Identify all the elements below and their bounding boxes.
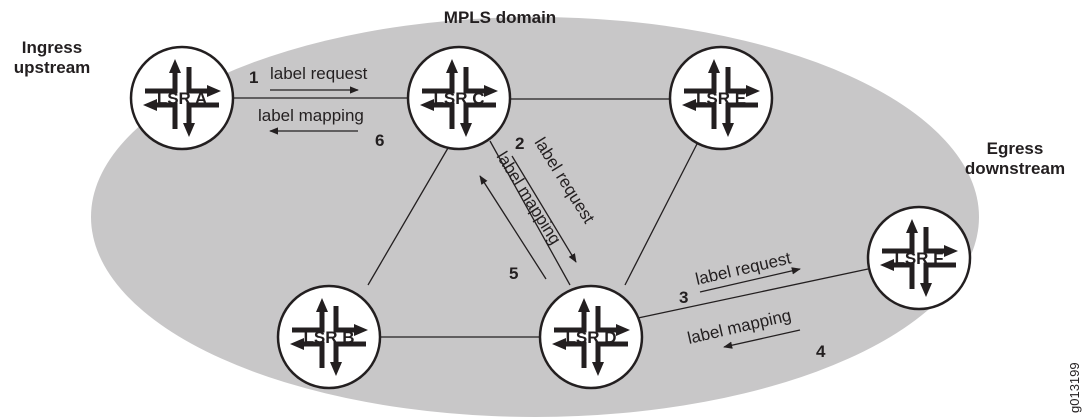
router-lsr-e: LSR E [670,47,772,149]
diagram-title: MPLS domain [444,8,556,27]
message-label: label mapping [258,106,364,125]
step-number: 4 [816,342,826,361]
router-label: LSR C [434,89,485,108]
router-lsr-a: LSR A [131,47,233,149]
figure-id: g013199 [1067,362,1082,413]
router-label: LSR D [566,328,617,347]
step-number: 3 [679,288,688,307]
message-label: label request [270,64,368,83]
step-number: 6 [375,131,384,150]
link-e-d [624,141,699,286]
step-number: 1 [249,68,258,87]
link-d-f [637,268,869,319]
router-label: LSR F [894,249,943,268]
router-lsr-c: LSR C [408,47,510,149]
router-lsr-d: LSR D [540,286,642,388]
arrow-label-request-3 [699,267,801,293]
egress-label-line2: downstream [965,159,1065,178]
ingress-label-line2: upstream [14,58,91,77]
link-c-d [489,140,571,286]
arrow-label-mapping-4 [723,329,801,349]
router-label: LSR B [304,328,355,347]
arrow-label-request-2 [511,155,577,263]
step-number: 5 [509,264,518,283]
arrow-label-mapping-5 [479,175,547,280]
link-c-b [367,147,449,286]
router-lsr-f: LSR F [868,207,970,309]
egress-label-line1: Egress [987,139,1044,158]
links [232,97,869,338]
router-label: LSR E [696,89,746,108]
router-label: LSR A [157,89,207,108]
step-number: 2 [515,134,524,153]
message-arrows [269,86,801,349]
router-lsr-b: LSR B [278,286,380,388]
ingress-label-line1: Ingress [22,38,82,57]
